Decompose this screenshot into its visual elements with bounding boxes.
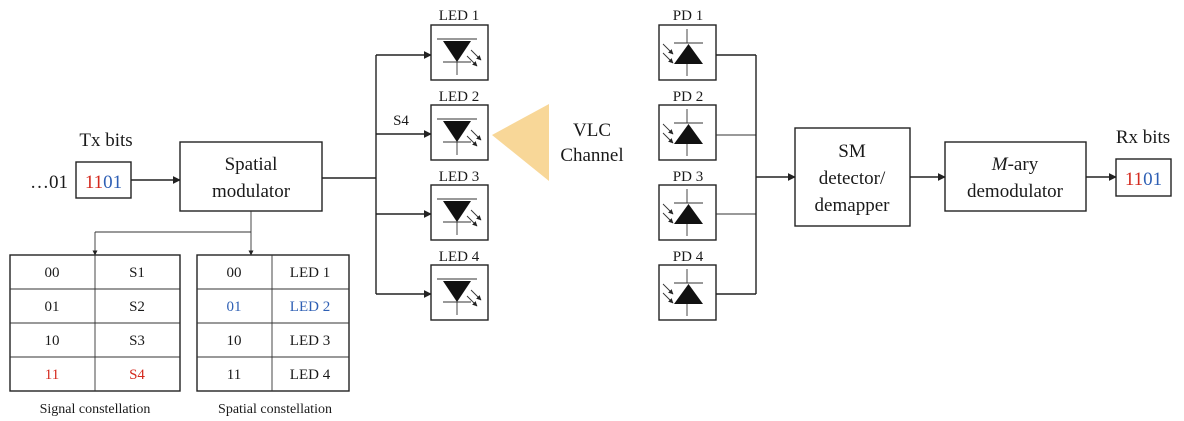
led-3-icon — [430, 184, 489, 241]
tx-bits-part-1: 11 — [85, 172, 103, 193]
spatial-row-2-value: LED 2 — [290, 299, 330, 315]
pd-4-icon — [658, 264, 717, 321]
spatial-modulator-label-2: modulator — [212, 181, 291, 202]
demodulator-block — [944, 141, 1087, 212]
rx-bits-title: Rx bits — [1116, 127, 1170, 148]
rx-bits-part-2: 01 — [1143, 169, 1162, 190]
signal-row-3-value: S3 — [129, 333, 145, 349]
signal-row-2-bits: 01 — [45, 299, 60, 315]
rx-bits-part-1: 11 — [1125, 169, 1143, 190]
signal-row-1-value: S1 — [129, 265, 145, 281]
signal-row-3-bits: 10 — [45, 333, 60, 349]
rx-bits-box — [1115, 158, 1172, 197]
spatial-constellation-caption: Spatial constellation — [218, 402, 332, 417]
tx-bits-part-2: 01 — [103, 172, 122, 193]
signal-constellation-table: 00 S1 01 S2 10 S3 11 S4 — [9, 254, 181, 392]
led-2-label: LED 2 — [439, 89, 479, 105]
signal-constellation-caption: Signal constellation — [40, 402, 151, 417]
led-4-icon — [430, 264, 489, 321]
spatial-row-3-value: LED 3 — [290, 333, 330, 349]
s4-signal-label: S4 — [393, 113, 409, 129]
spatial-row-1-value: LED 1 — [290, 265, 330, 281]
vlc-light-beam — [492, 104, 549, 181]
pd-2-label: PD 2 — [673, 89, 703, 105]
pd-1-label: PD 1 — [673, 8, 703, 24]
signal-row-4-value: S4 — [129, 367, 145, 383]
vlc-channel-label-2: Channel — [560, 145, 623, 166]
tx-bits-box — [75, 161, 132, 199]
pd-3-icon — [658, 184, 717, 241]
sm-detector-label-2: detector/ — [819, 168, 886, 189]
tx-bits-title: Tx bits — [79, 130, 132, 151]
spatial-modulator-block — [179, 141, 323, 212]
pd-3-label: PD 3 — [673, 169, 703, 185]
sm-detector-block — [794, 127, 911, 227]
pd-1-icon — [658, 24, 717, 81]
spatial-row-1-bits: 00 — [227, 265, 242, 281]
demodulator-label-1: M-ary — [991, 154, 1039, 175]
pd-4-label: PD 4 — [673, 249, 704, 265]
signal-row-1-bits: 00 — [45, 265, 60, 281]
led-2-icon — [430, 104, 489, 161]
led-3-label: LED 3 — [439, 169, 479, 185]
spatial-row-3-bits: 10 — [227, 333, 242, 349]
tx-bits-value: 1101 — [85, 172, 122, 193]
demodulator-label-m: M — [991, 154, 1009, 175]
vlc-channel-label-1: VLC — [573, 120, 611, 141]
pd-2-icon — [658, 104, 717, 161]
rx-bits-value: 1101 — [1125, 169, 1162, 190]
demodulator-label-2: demodulator — [967, 181, 1064, 202]
demodulator-label-ary: -ary — [1008, 154, 1039, 175]
spatial-modulator-label-1: Spatial — [225, 154, 278, 175]
signal-row-4-bits: 11 — [45, 367, 59, 383]
spatial-row-2-bits: 01 — [227, 299, 242, 315]
led-1-icon — [430, 24, 489, 81]
spatial-row-4-value: LED 4 — [290, 367, 331, 383]
led-1-label: LED 1 — [439, 8, 479, 24]
spatial-row-4-bits: 11 — [227, 367, 241, 383]
tx-bits-prefix: …01 — [30, 172, 68, 193]
sm-detector-label-3: demapper — [815, 195, 891, 216]
sm-detector-label-1: SM — [838, 141, 866, 162]
spatial-constellation-table: 00 LED 1 01 LED 2 10 LED 3 11 LED 4 — [196, 254, 350, 392]
led-4-label: LED 4 — [439, 249, 480, 265]
signal-row-2-value: S2 — [129, 299, 145, 315]
